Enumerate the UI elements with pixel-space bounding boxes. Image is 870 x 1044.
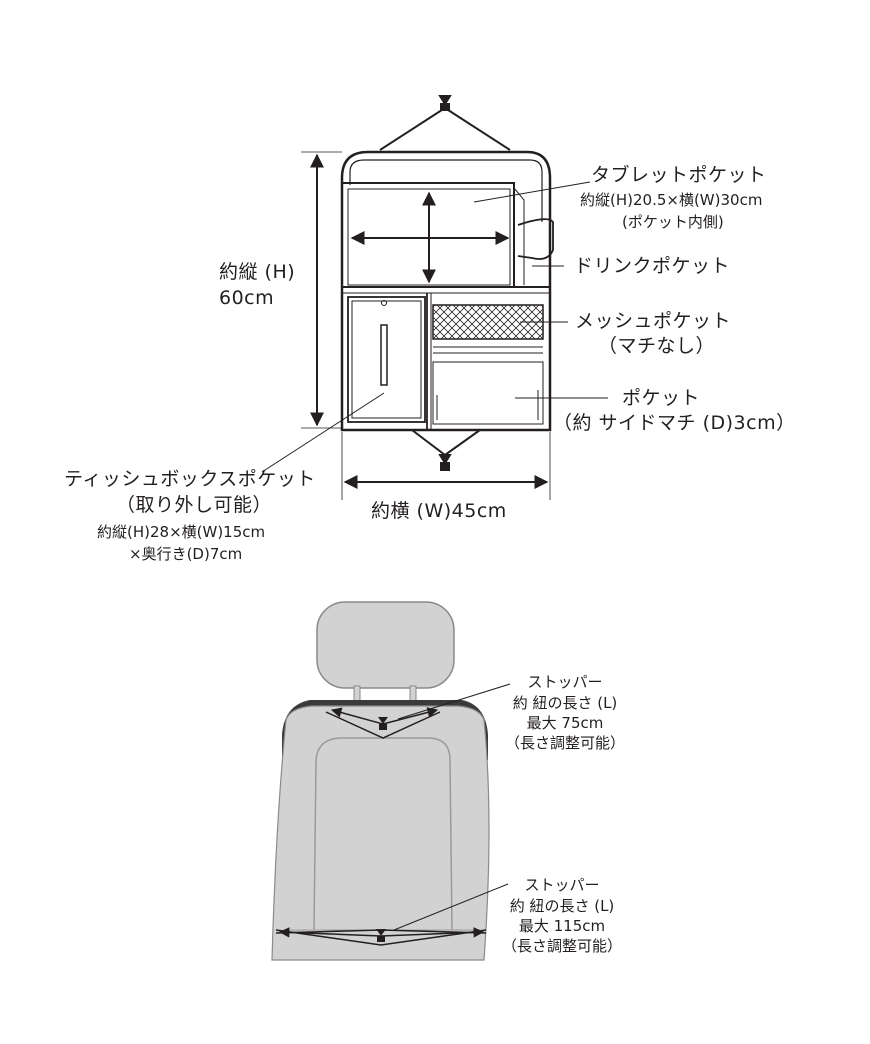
bottom-hanging-strap — [411, 429, 481, 457]
pocket-note: （約 サイドマチ (D)3cm） — [553, 412, 796, 434]
lower-stopper-line3: （長さ調整可能） — [501, 937, 622, 955]
tablet-pocket-title: タブレットポケット — [591, 164, 767, 186]
width-label: 約横 (W)45cm — [371, 500, 507, 522]
lower-stopper-line2: 最大 115cm — [518, 917, 606, 935]
upper-stopper-line2: 最大 75cm — [526, 714, 604, 732]
mesh-pocket-title: メッシュポケット — [575, 310, 732, 332]
bottom-pocket — [432, 361, 544, 425]
organizer-drawing — [340, 95, 554, 471]
pocket-title: ポケット — [622, 387, 701, 409]
height-label: 約縦 (H) — [219, 261, 296, 283]
upper-stopper-icon — [378, 717, 388, 730]
leader-lines — [261, 181, 608, 473]
top-hanging-strap — [379, 106, 511, 151]
tissue-pocket-title: ティッシュボックスポケット — [64, 468, 316, 490]
tissue-pocket-note: （取り外し可能） — [116, 494, 273, 516]
tablet-pocket-note: (ポケット内側) — [622, 213, 724, 231]
upper-stopper-title: ストッパー — [527, 673, 603, 691]
lower-stopper-icon — [376, 929, 386, 942]
upper-stopper-line1: 約 紐の長さ (L) — [512, 694, 618, 712]
tissue-pocket-size-2: ×奥行き(D)7cm — [129, 545, 243, 563]
tablet-pocket-size: 約縦(H)20.5×横(W)30cm — [580, 191, 763, 209]
width-dimension — [341, 432, 551, 500]
top-stopper-icon — [438, 95, 452, 111]
upper-strap — [325, 707, 441, 739]
organizer-body — [340, 150, 552, 432]
drink-pocket-title: ドリンクポケット — [574, 255, 731, 277]
tablet-dimension-arrows — [350, 191, 510, 284]
tissue-pocket — [347, 296, 426, 423]
bottom-stopper-icon — [438, 454, 452, 471]
drink-pocket — [517, 218, 554, 260]
headrest — [316, 601, 455, 689]
lower-stopper-line1: 約 紐の長さ (L) — [509, 897, 615, 915]
organizer-outline-on-seat — [313, 737, 453, 931]
tissue-pocket-size-1: 約縦(H)28×横(W)15cm — [97, 523, 266, 541]
upper-stopper-line3: （長さ調整可能） — [504, 734, 625, 752]
mesh-pocket-note: （マチなし） — [598, 335, 716, 357]
lower-stopper-title: ストッパー — [524, 876, 600, 894]
car-seat-drawing — [271, 601, 511, 961]
height-dimension — [301, 151, 342, 429]
height-value: 60cm — [219, 287, 275, 309]
seat-back — [271, 705, 490, 961]
